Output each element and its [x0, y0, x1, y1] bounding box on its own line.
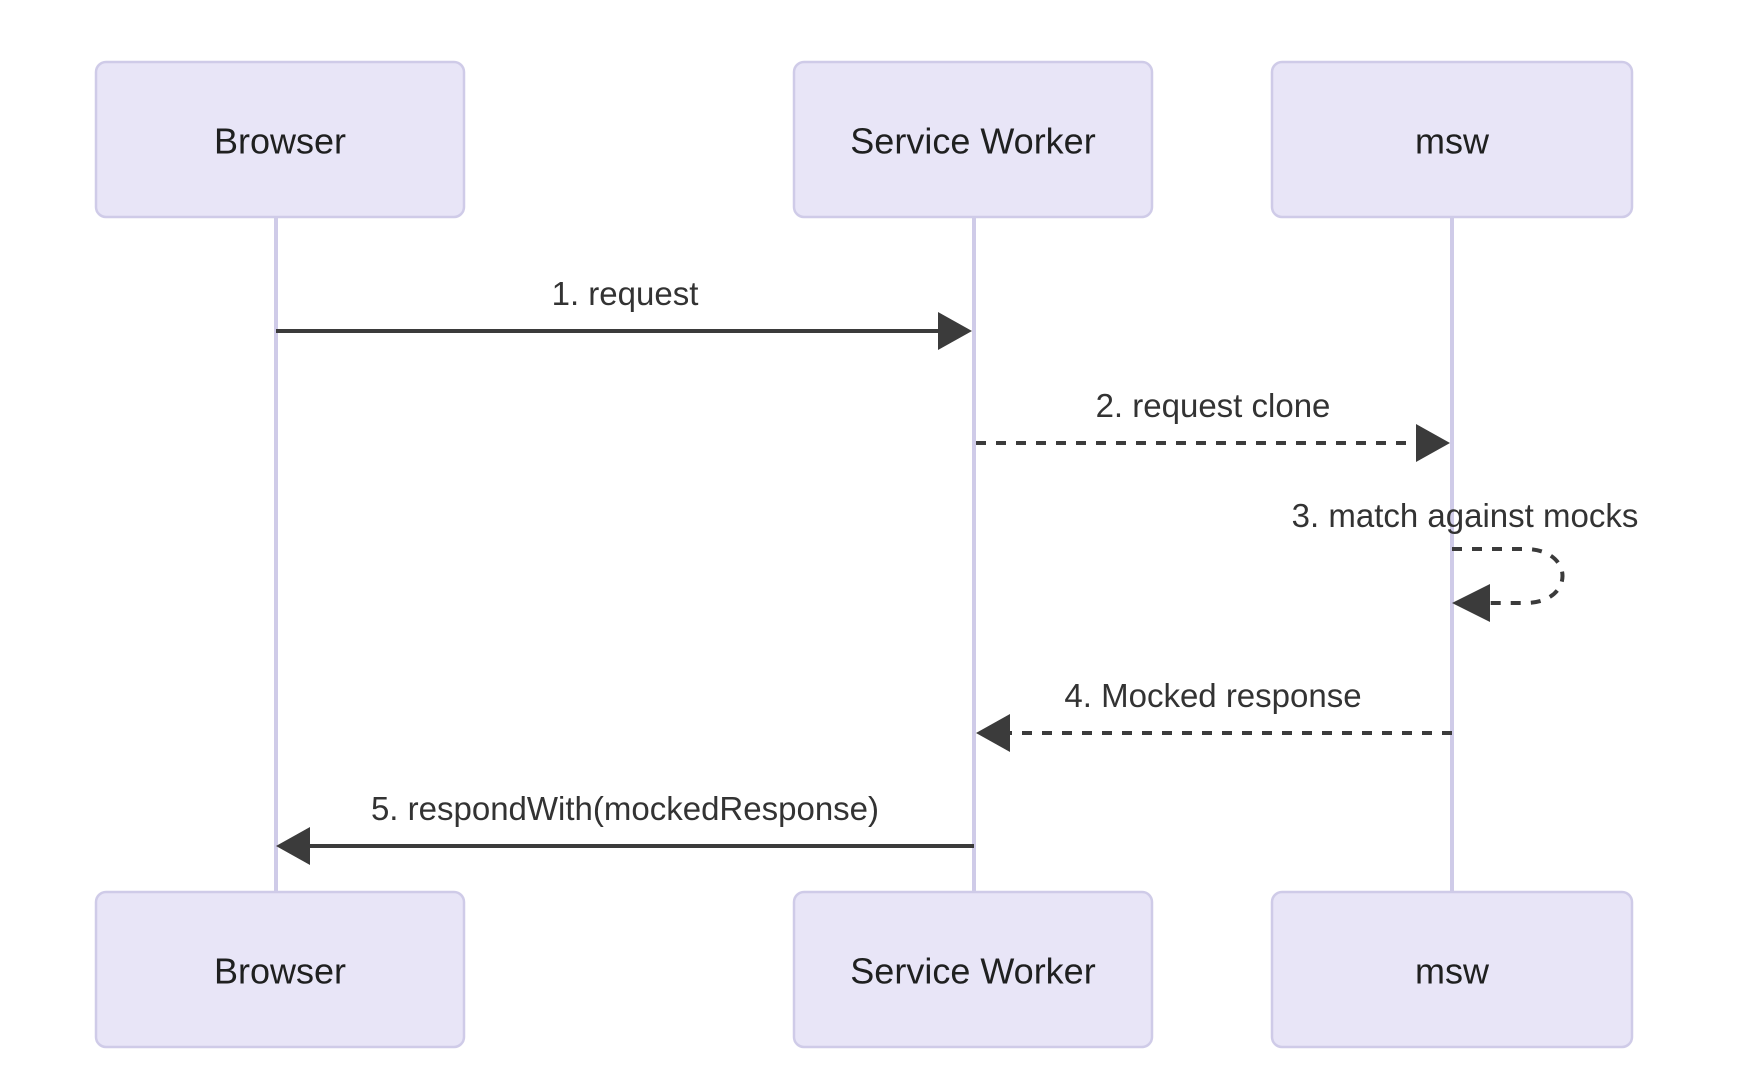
message-3-match-against-mocks[interactable]: 3. match against mocks [1292, 497, 1639, 622]
actor-box-service-worker-top[interactable]: Service Worker [792, 60, 1154, 219]
actor-box-rect [94, 60, 466, 219]
actor-label-browser-bottom: Browser [214, 951, 346, 992]
actor-box-msw-bottom[interactable]: msw [1270, 890, 1634, 1049]
actor-label-service-worker-top: Service Worker [850, 121, 1095, 162]
message-5-respond-with[interactable]: 5. respondWith(mockedResponse) [276, 790, 974, 865]
actor-label-service-worker-bottom: Service Worker [850, 951, 1095, 992]
actor-box-rect [94, 890, 466, 1049]
actor-label-msw-bottom: msw [1415, 951, 1490, 992]
actor-box-rect [1270, 60, 1634, 219]
message-3-self-loop-path [1452, 547, 1565, 605]
message-3-arrowhead [1452, 584, 1490, 622]
actor-boxes-top: Browser Service Worker msw [94, 60, 1634, 219]
actor-box-rect [792, 60, 1154, 219]
message-4-mocked-response[interactable]: 4. Mocked response [976, 677, 1452, 752]
message-1-request[interactable]: 1. request [276, 275, 972, 350]
actor-label-msw-top: msw [1415, 121, 1490, 162]
message-2-arrowhead [1416, 424, 1450, 462]
actor-box-browser-bottom[interactable]: Browser [94, 890, 466, 1049]
actor-label-browser-top: Browser [214, 121, 346, 162]
actor-box-msw-top[interactable]: msw [1270, 60, 1634, 219]
message-3-label: 3. match against mocks [1292, 497, 1639, 534]
actor-boxes-bottom: Browser Service Worker msw [94, 890, 1634, 1049]
actor-box-rect [792, 890, 1154, 1049]
message-2-request-clone[interactable]: 2. request clone [976, 387, 1450, 462]
actor-box-rect [1270, 890, 1634, 1049]
actor-box-browser-top[interactable]: Browser [94, 60, 466, 219]
message-4-label: 4. Mocked response [1064, 677, 1361, 714]
message-1-label: 1. request [552, 275, 699, 312]
message-4-arrowhead [976, 714, 1010, 752]
message-2-label: 2. request clone [1096, 387, 1331, 424]
actor-box-service-worker-bottom[interactable]: Service Worker [792, 890, 1154, 1049]
message-5-label: 5. respondWith(mockedResponse) [371, 790, 879, 827]
message-5-arrowhead [276, 827, 310, 865]
message-1-arrowhead [938, 312, 972, 350]
